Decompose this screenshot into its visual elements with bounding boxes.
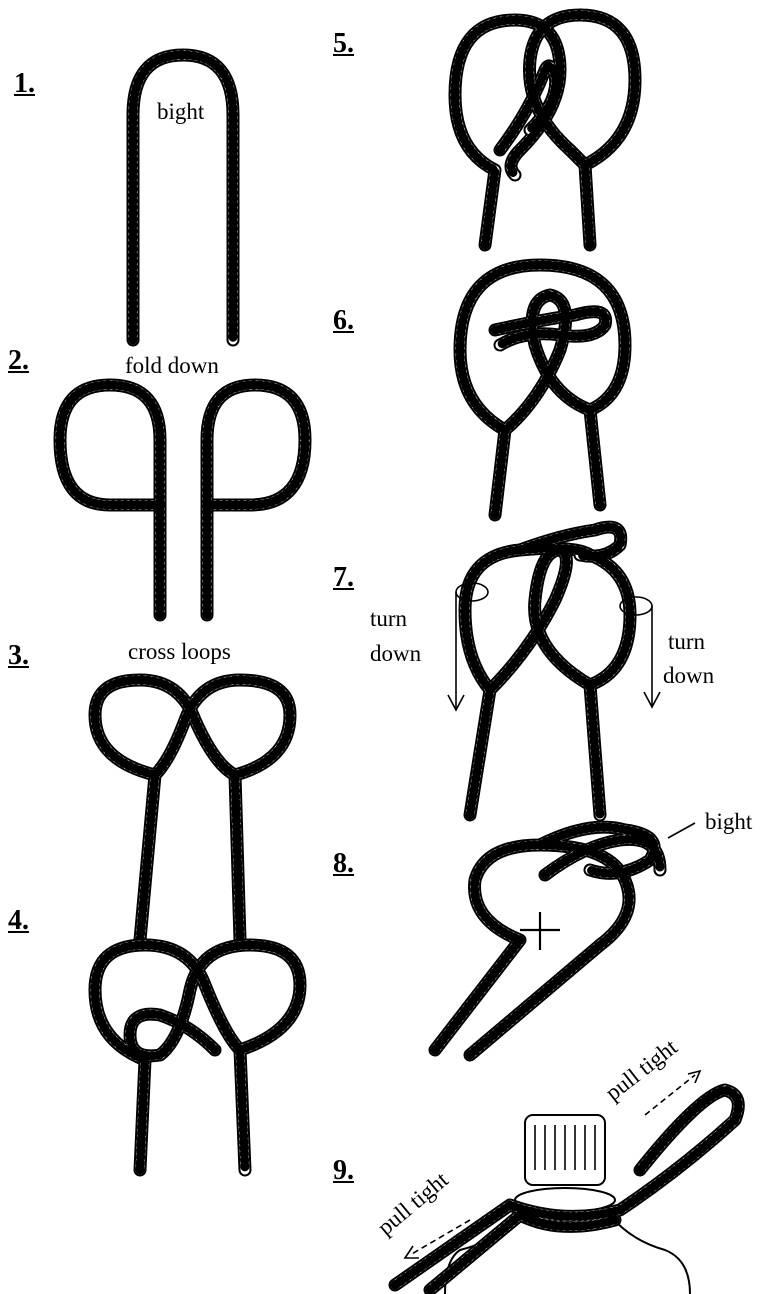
step-5-rope: [455, 15, 635, 245]
step-9-bottle: [445, 1115, 690, 1294]
step-7-rope: [465, 527, 630, 815]
caption-fold-down: fold down: [125, 352, 219, 379]
step-number-7: 7.: [333, 562, 354, 594]
step-6-rope: [460, 265, 625, 515]
step-number-8: 8.: [333, 848, 354, 880]
caption-turn-down-right-1: turn: [668, 628, 705, 655]
step-4-rope: [95, 945, 300, 1170]
caption-bight-step-1: bight: [157, 98, 204, 125]
step-number-2: 2.: [8, 345, 29, 377]
step-number-9: 9.: [333, 1155, 354, 1187]
step-3-rope: [95, 680, 290, 940]
step-number-4: 4.: [8, 905, 29, 937]
caption-turn-down-left-2: down: [370, 640, 421, 667]
caption-turn-down-right-2: down: [663, 662, 714, 689]
step-8-rope: [435, 823, 695, 1055]
caption-cross-loops: cross loops: [128, 638, 231, 665]
step-number-3: 3.: [8, 640, 29, 672]
caption-turn-down-left-1: turn: [370, 605, 407, 632]
step-number-5: 5.: [333, 28, 354, 60]
step-number-6: 6.: [333, 305, 354, 337]
caption-bight-step-8: bight: [705, 808, 752, 835]
step-number-1: 1.: [14, 68, 35, 100]
step-2-rope: [60, 385, 305, 615]
